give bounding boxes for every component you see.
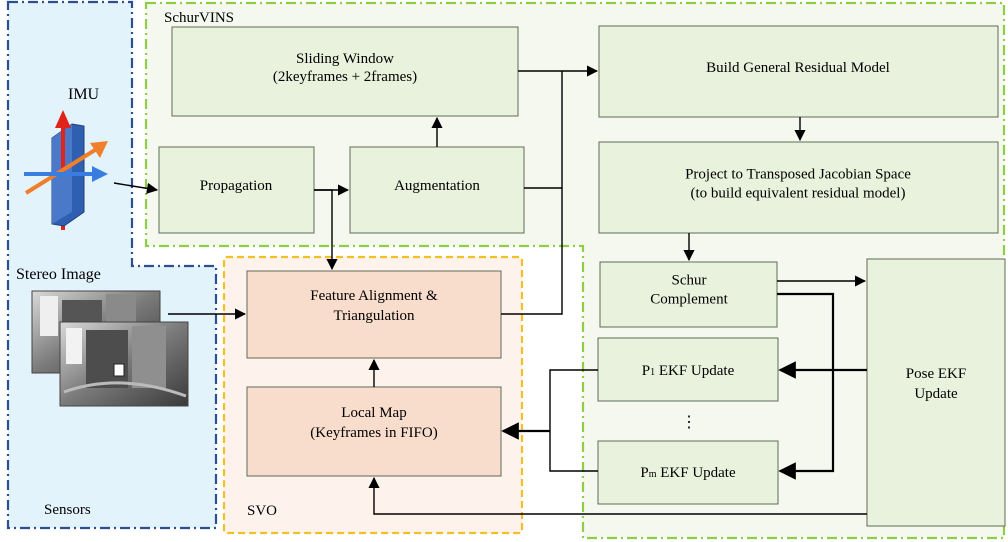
svo-label: SVO	[247, 503, 277, 519]
text-line: Schur	[672, 273, 707, 289]
build-general-residual-text: Build General Residual Model	[706, 60, 890, 76]
project-jacobian-box: Project to Transposed Jacobian Space (to …	[598, 141, 999, 234]
feature-alignment-box: Feature Alignment & Triangulation	[246, 270, 502, 359]
pm-ekf-update-text: Pm EKF Update	[640, 465, 736, 481]
stereo-image-thumbnails	[31, 290, 189, 407]
feature-alignment-text: Feature Alignment & Triangulation	[310, 288, 438, 324]
text-line: (to build equivalent residual model)	[691, 186, 906, 202]
text-line: Triangulation	[333, 308, 415, 324]
sliding-window-box: Sliding Window (2keyframes + 2frames)	[171, 26, 519, 117]
connectors	[113, 65, 867, 515]
local-map-box: Local Map (Keyframes in FIFO)	[246, 386, 502, 477]
text-line: Local Map	[341, 405, 406, 421]
imu-icon	[24, 110, 108, 230]
augmentation-text: Augmentation	[394, 178, 480, 194]
text-line: Build General Residual Model	[706, 60, 890, 76]
text-line: Augmentation	[394, 178, 480, 194]
text-line: (2keyframes + 2frames)	[273, 69, 417, 85]
pose-ekf-update-box: Pose EKF Update	[866, 258, 1006, 527]
pose-ekf-update-text: Pose EKF Update	[906, 366, 966, 402]
augmentation-box: Augmentation	[349, 146, 525, 234]
p1-ekf-update-box: P1 EKF Update	[597, 337, 779, 402]
stereo-image-label: Stereo Image	[16, 266, 101, 283]
text-line: Pose EKF	[906, 366, 966, 382]
local-map-text: Local Map (Keyframes in FIFO)	[310, 405, 437, 441]
schurvins-label: SchurVINS	[164, 10, 234, 26]
propagation-box: Propagation	[158, 146, 315, 234]
project-jacobian-text: Project to Transposed Jacobian Space (to …	[685, 167, 911, 202]
pm-ekf-update-box: Pm EKF Update	[597, 440, 779, 505]
text-line: Project to Transposed Jacobian Space	[685, 167, 911, 183]
imu-label: IMU	[68, 86, 100, 103]
propagation-text: Propagation	[200, 178, 273, 194]
sliding-window-text: Sliding Window (2keyframes + 2frames)	[273, 51, 417, 85]
p1-ekf-update-text: P1 EKF Update	[642, 363, 735, 379]
sensors-label: Sensors	[44, 502, 91, 518]
text-line: Update	[914, 386, 958, 402]
text-line: Sliding Window	[296, 51, 394, 67]
text-line: Propagation	[200, 178, 273, 194]
text-line: Complement	[650, 292, 728, 308]
text-line: (Keyframes in FIFO)	[310, 425, 437, 441]
ekf-ellipsis: ⋮	[681, 414, 697, 431]
text-line: Feature Alignment &	[310, 288, 438, 304]
schurvins-region	[144, 1, 1006, 540]
build-general-residual-box: Build General Residual Model	[598, 25, 999, 118]
